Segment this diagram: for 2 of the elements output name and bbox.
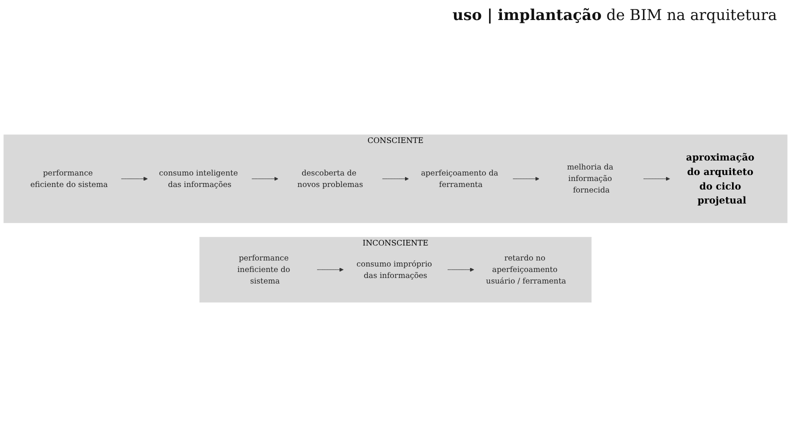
node-text: aproximação do arquiteto do ciclo projetual	[686, 152, 754, 207]
diagram-title: uso | implantação de BIM na arquitetura	[452, 5, 778, 24]
